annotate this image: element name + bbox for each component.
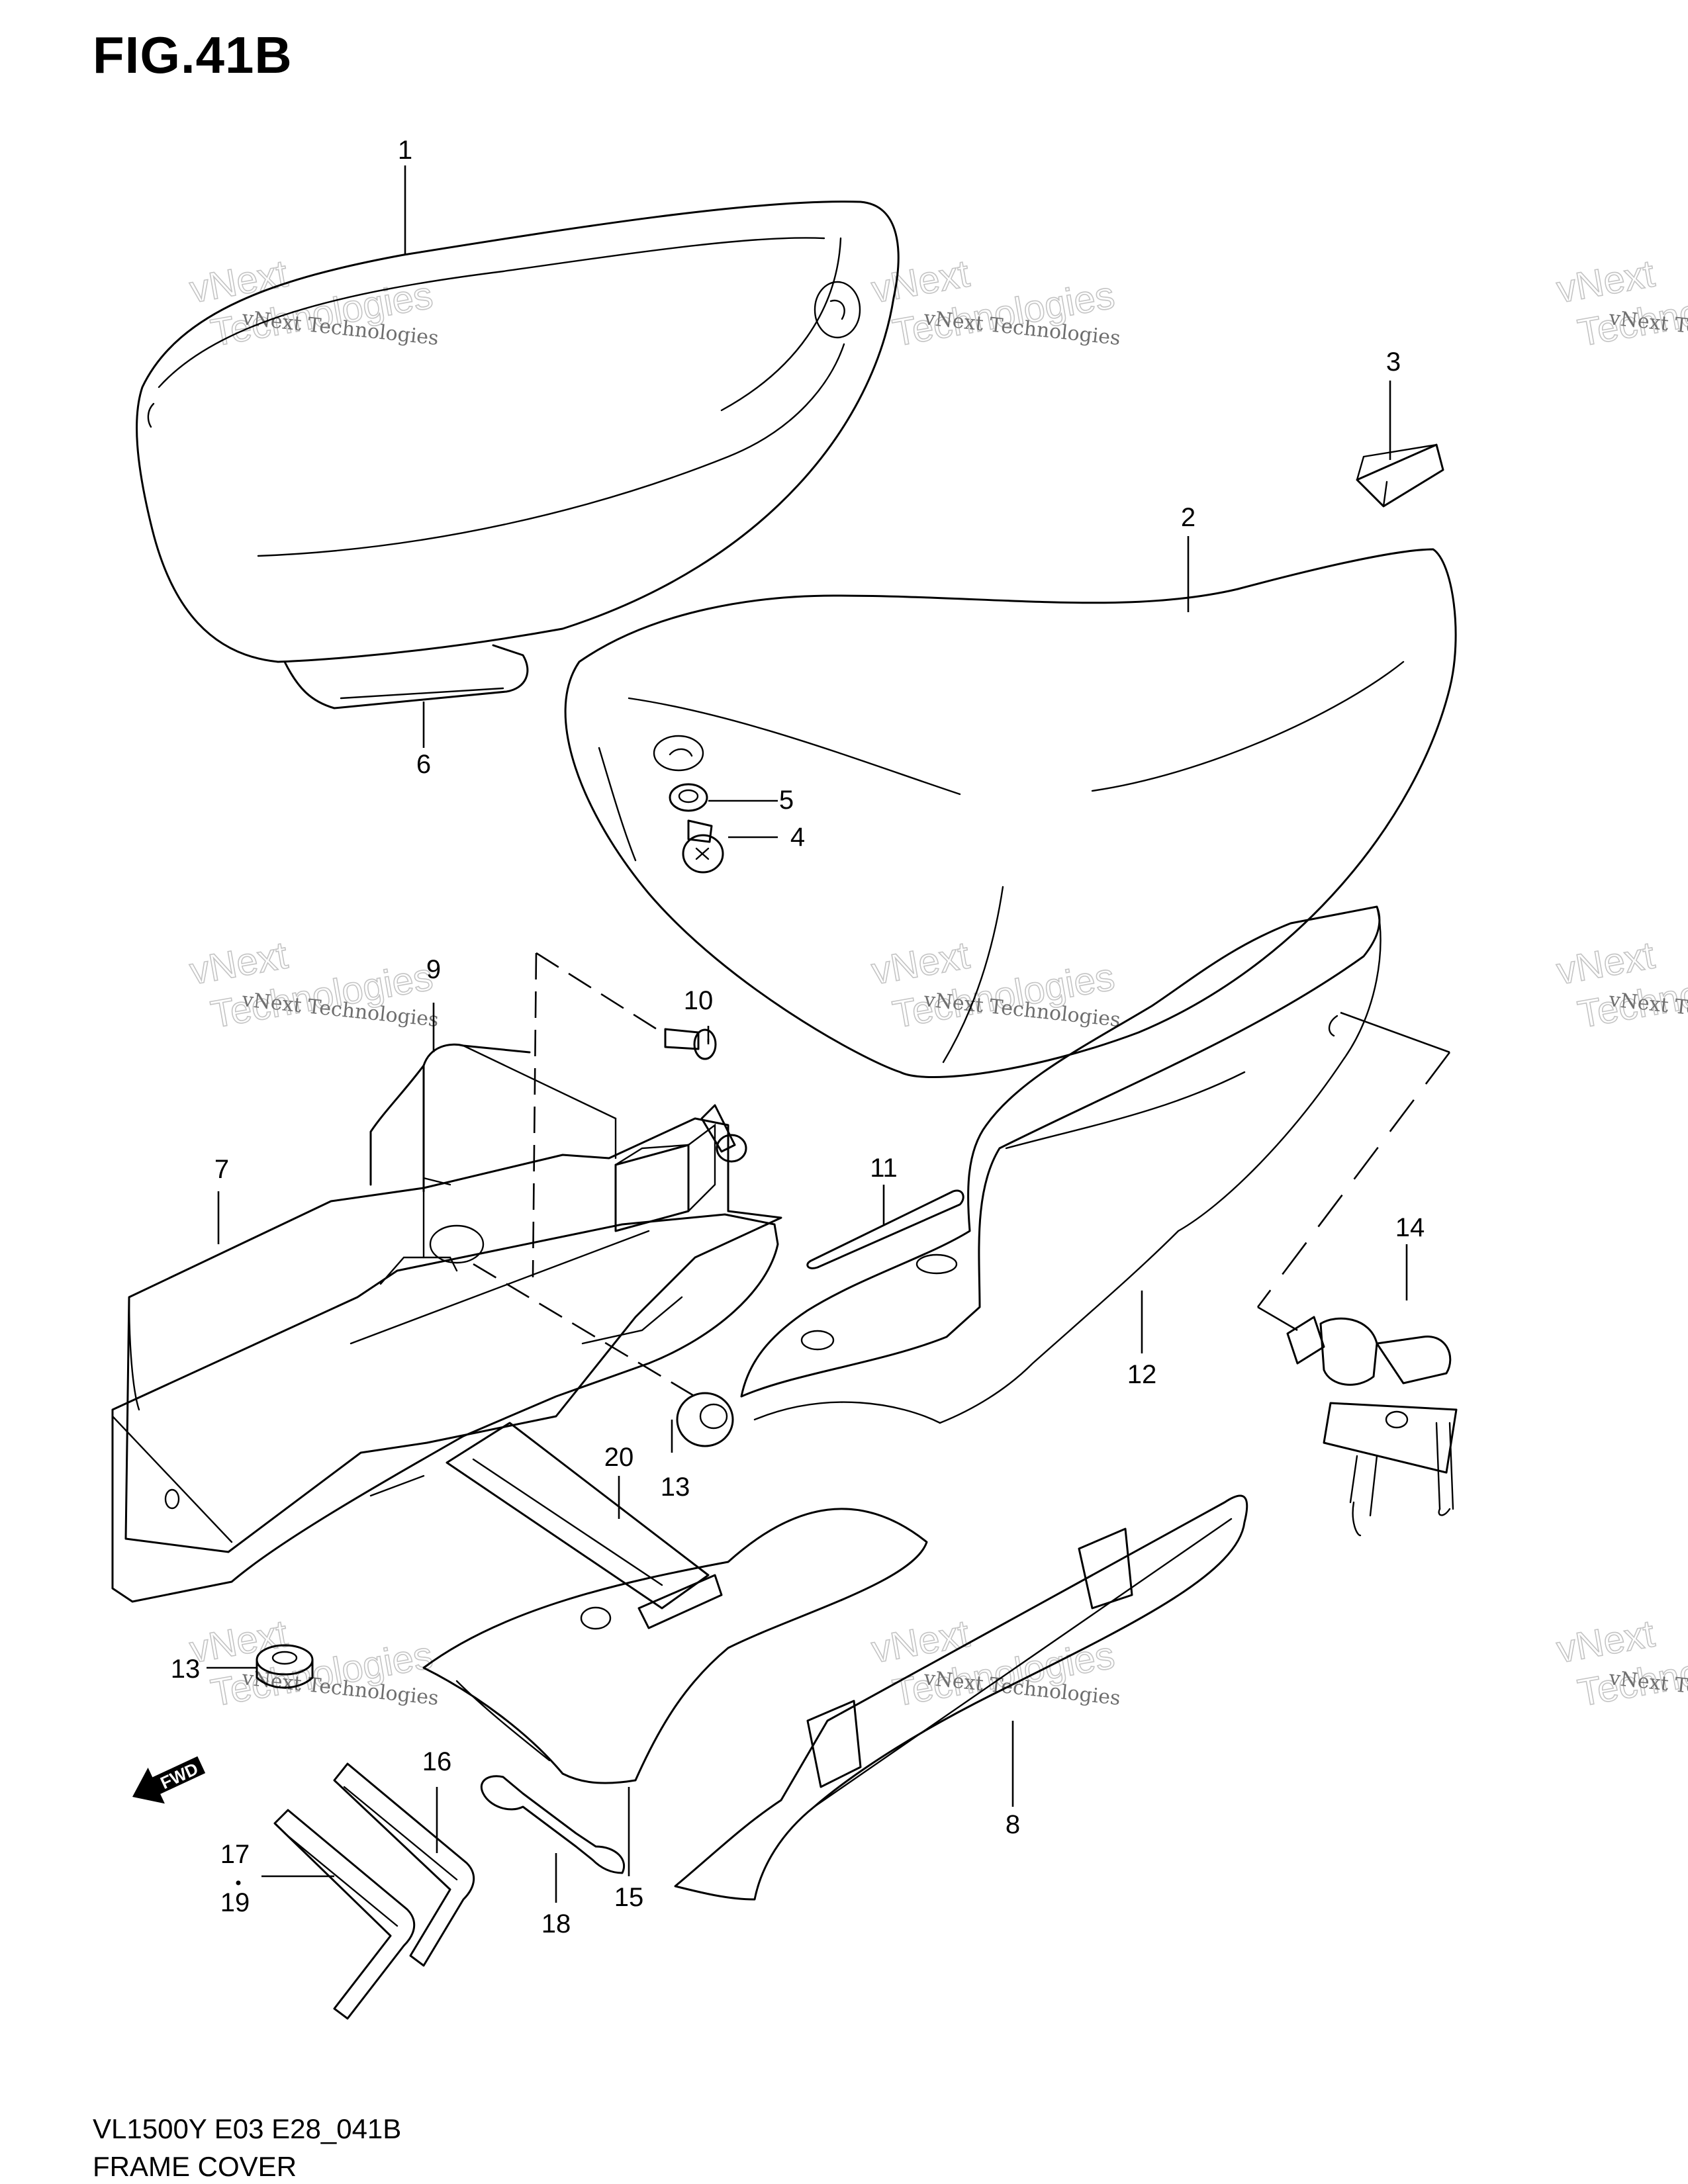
frame-cover-left [136,201,900,709]
grommet-lower [256,1644,314,1689]
callout-label: 3 [1386,347,1401,377]
screw-part-4 [682,819,724,874]
callout-label: 13 [171,1655,201,1684]
callout-label: 5 [779,786,794,815]
callout-label: 10 [684,986,714,1015]
callout-label: 11 [870,1154,898,1183]
bolt-part-10 [664,1028,717,1060]
seat-lock-assembly [1286,1316,1458,1537]
hex-wrench-17 [273,1809,416,2020]
grommet-upper [676,1392,734,1447]
rear-frame-cover [740,905,1382,1424]
holder-plate [111,1177,779,1603]
callout-label: 1 [398,136,412,165]
callout-label: 13 [661,1473,690,1502]
belt-strap [445,1422,723,1629]
trim-rail [674,1494,1248,1901]
frame-cover-right [564,548,1457,1078]
figure-title: FIG.41B [93,26,293,84]
hex-wrench-16 [333,1762,475,1967]
clamp-bracket [614,1104,747,1232]
leader-lines [207,165,1451,1903]
callout-label: 16 [422,1747,452,1776]
callout-label: 18 [541,1909,571,1938]
callout-label: 17 [220,1840,250,1869]
open-end-wrench [480,1775,625,1874]
tool-bag [422,1508,928,1784]
washer-part-5 [669,783,708,812]
tool-box [111,1043,782,1553]
figure-code: VL1500Y E03 E28_041B [93,2113,402,2144]
callout-label: 20 [604,1443,634,1472]
callout-label: 8 [1006,1810,1020,1839]
callout-label: 15 [614,1883,644,1912]
forward-direction-badge: FWD [132,1756,206,1804]
callout-label: 6 [416,750,431,779]
callout-label: 4 [790,823,805,852]
figure-name: FRAME COVER [93,2151,297,2182]
cushion-block [1356,443,1444,508]
callout-label: 9 [426,955,441,984]
callout-labels: 1 2 3 4 5 6 7 8 9 10 11 12 13 13 14 15 1… [171,136,1425,1938]
forward-label: FWD [158,1758,201,1793]
callout-label: 12 [1127,1360,1157,1389]
bullet-dot [236,1880,241,1886]
callout-label: 7 [214,1155,229,1184]
watermark-group: vNext Technologies vNext Technologies vN… [186,251,1688,1715]
callout-label: 2 [1181,503,1196,532]
trim-strip [806,1189,964,1269]
callout-label: 19 [220,1888,250,1917]
callout-label: 14 [1395,1213,1425,1242]
